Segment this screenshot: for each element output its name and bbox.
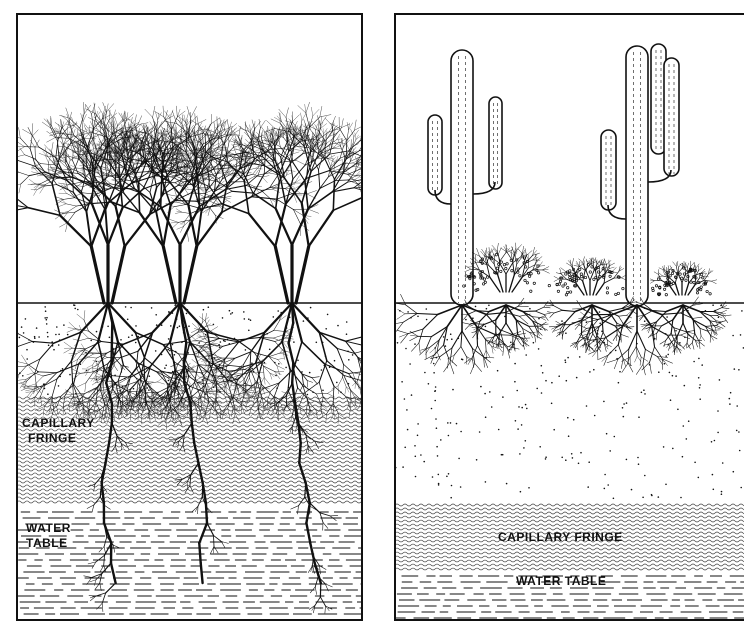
left-water-label-line2: TABLE — [26, 536, 71, 551]
right-water-table-label: WATER TABLE — [516, 575, 606, 587]
left-capillary-fringe-label: CAPILLARY FRINGE — [22, 416, 95, 446]
left-water-label-line1: WATER — [26, 521, 71, 536]
left-capillary-label-line1: CAPILLARY — [22, 416, 95, 431]
right-capillary-fringe-label: CAPILLARY FRINGE — [498, 531, 623, 543]
left-capillary-label-line2: FRINGE — [22, 431, 95, 446]
left-water-table-label: WATER TABLE — [26, 521, 71, 551]
